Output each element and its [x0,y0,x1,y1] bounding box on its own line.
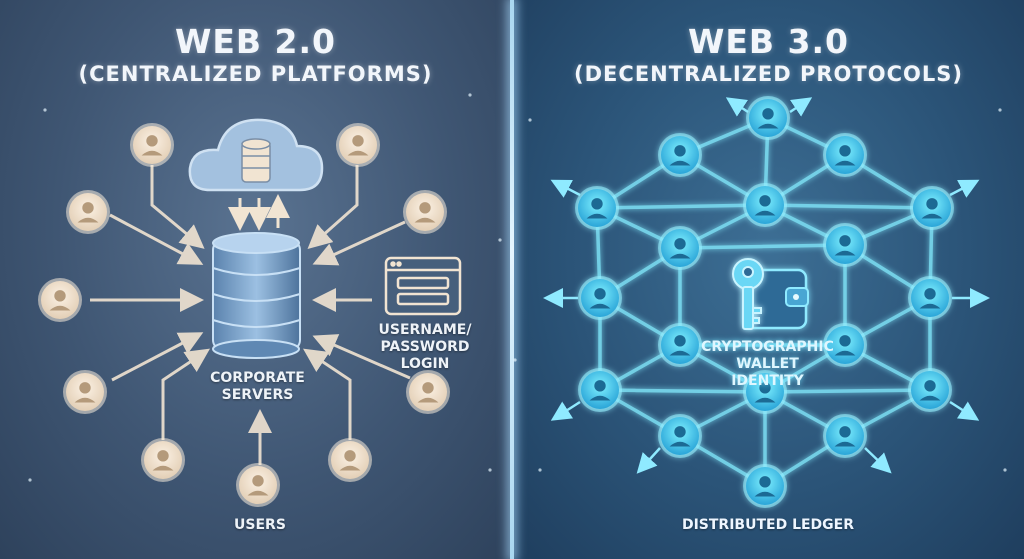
user-icon-5 [63,370,107,414]
user-node-icon-3 [575,186,619,230]
user-icon-7 [141,438,185,482]
user-icon-3 [403,190,447,234]
arrow-user-upperleft [109,213,204,265]
wallet-identity-label-line2: WALLET IDENTITY [731,356,804,389]
user-node-icon-7 [823,223,867,267]
arrow-user-bottomright [303,348,352,440]
key-icon [732,258,764,330]
ledger-link-7 [596,203,766,210]
user-node-icon-9 [908,276,952,320]
user-icon-9 [236,463,280,507]
ledger-link-30 [764,388,931,394]
login-label: USERNAME/ PASSWORD LOGIN [370,322,480,373]
web2-subtitle: (CENTRALIZED PLATFORMS) [78,62,433,86]
login-label-line1: USERNAME/ [378,322,472,338]
ledger-link-17 [679,243,846,250]
wallet-identity-label: CRYPTOGRAPHIC WALLET IDENTITY [700,339,835,390]
arrow-user-lowerright [312,334,411,380]
arrow-user-topleft [150,165,205,249]
user-node-icon-4 [743,183,787,227]
background-sparkles [28,93,1007,482]
outbound-arrow-9 [789,97,813,117]
user-node-icon-16 [823,414,867,458]
arrow-user-topright [307,165,359,249]
user-icon-6 [406,370,450,414]
user-icon-4 [38,278,82,322]
user-node-icon-17 [743,464,787,508]
user-node-icon-14 [908,368,952,412]
user-node-icon-11 [823,323,867,367]
login-form-icon [384,256,462,316]
distributed-ledger-label: DISTRIBUTED LEDGER [681,517,855,533]
ledger-link-8 [764,203,933,210]
corporate-servers-label-line1: CORPORATE [210,370,305,386]
user-node-icon-6 [658,226,702,270]
user-node-icon-10 [658,323,702,367]
web2-title: WEB 2.0 [174,22,337,61]
arrow-user-bottomleft [161,348,210,440]
web3-title: WEB 3.0 [687,22,850,61]
arrow-user-lowerleft [111,332,204,382]
cloud-database-icon [241,138,271,183]
web3-subtitle: (DECENTRALIZED PROTOCOLS) [574,62,963,86]
center-divider [510,0,514,559]
user-node-icon-2 [823,133,867,177]
user-node-icon-0 [746,96,790,140]
user-node-icon-13 [743,370,787,414]
users-label: USERS [234,517,286,533]
corporate-server-database-icon [212,232,301,359]
outbound-arrow-4 [550,400,581,421]
corporate-servers-label-line2: SERVERS [221,387,294,403]
user-icon-8 [328,438,372,482]
user-node-icon-5 [910,186,954,230]
user-node-icon-8 [578,276,622,320]
outbound-arrow-0 [550,179,581,198]
ledger-link-29 [599,388,766,394]
login-label-line3: LOGIN [400,356,450,372]
cloud-icon [188,118,324,192]
user-icon-1 [336,123,380,167]
corporate-servers-label: CORPORATE SERVERS [195,370,320,404]
outbound-arrow-6 [636,447,661,474]
outbound-arrow-7 [864,447,892,474]
login-label-line2: PASSWORD [380,339,470,355]
user-node-icon-12 [578,368,622,412]
user-node-icon-15 [658,414,702,458]
user-icon-0 [130,123,174,167]
outbound-arrow-1 [949,179,980,198]
wallet-identity-label-line1: CRYPTOGRAPHIC [701,339,834,355]
outbound-arrow-5 [949,400,980,421]
user-icon-2 [66,190,110,234]
arrow-user-upperright [312,220,406,266]
user-node-icon-1 [658,133,702,177]
outbound-arrow-8 [725,97,749,117]
